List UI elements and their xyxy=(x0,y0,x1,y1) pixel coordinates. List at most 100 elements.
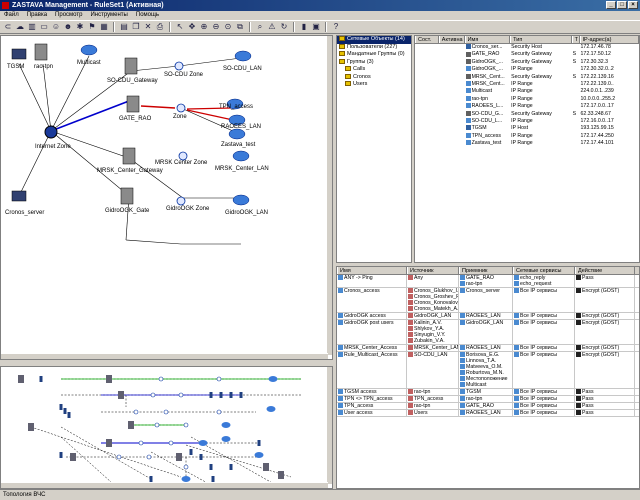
gw-icon[interactable] xyxy=(106,439,112,447)
tree-item[interactable]: Сетевые Объекты (14) xyxy=(337,36,411,44)
user-icon[interactable] xyxy=(209,392,213,398)
star-icon[interactable]: ✱ xyxy=(76,22,84,31)
node-gidro-gate[interactable]: GidroOGK_Gate xyxy=(105,187,150,214)
user-icon[interactable] xyxy=(199,454,203,460)
tree-item[interactable]: Cronos xyxy=(337,74,411,82)
vpn-vscroll[interactable] xyxy=(326,367,332,484)
rule-source[interactable]: MRSK_Center_LAN xyxy=(407,345,459,351)
user-icon[interactable] xyxy=(189,449,193,455)
menu-edit[interactable]: Правка xyxy=(26,12,48,18)
flag-icon[interactable]: ⚑ xyxy=(88,22,96,31)
rule-action[interactable]: Encrypt (GOST) xyxy=(575,288,635,312)
rule-name[interactable]: MRSK_Center_Access xyxy=(337,345,407,351)
objects-table[interactable]: Сост. Активна Имя Тип T IP-адрес(а) Cron… xyxy=(414,35,640,263)
user-icon[interactable] xyxy=(229,464,233,470)
rule-source[interactable]: rao-tpn xyxy=(407,403,459,409)
select-arrow-icon[interactable]: ↖ xyxy=(176,22,184,31)
col-name[interactable]: Имя xyxy=(464,36,511,43)
gw-icon[interactable] xyxy=(128,421,134,429)
zone-icon[interactable] xyxy=(178,392,184,398)
rule-destination[interactable]: RAOEES_LAN xyxy=(459,410,513,416)
rule-destination[interactable]: GidroOGK_LAN xyxy=(459,320,513,344)
tree-item[interactable]: Пользователи (227) xyxy=(337,44,411,52)
rule-name[interactable]: User access xyxy=(337,410,407,416)
col-destination[interactable]: Приемник xyxy=(459,267,513,274)
cloud-icon[interactable] xyxy=(268,376,278,382)
col-ip[interactable]: IP-адрес(а) xyxy=(579,36,639,43)
rule-service[interactable]: Все IP сервисы xyxy=(513,403,575,409)
rule-destination[interactable]: GATE_RAO xyxy=(459,403,513,409)
rule-service[interactable]: Все IP сервисы xyxy=(513,345,575,351)
zone-icon[interactable] xyxy=(216,409,222,415)
node-zastava-test[interactable]: Zastava_test xyxy=(221,128,256,148)
user-icon[interactable] xyxy=(149,476,153,482)
node-mrsk-zone[interactable]: MRSK Center Zone xyxy=(155,151,208,166)
node-gidro-zone[interactable]: GidroOGK Zone xyxy=(166,196,210,212)
col-t[interactable]: T xyxy=(571,36,580,43)
col-action[interactable]: Действие xyxy=(575,267,635,274)
print-icon[interactable]: ⎙ xyxy=(156,22,164,31)
topology-vscroll[interactable] xyxy=(326,36,332,355)
node-socdu-lan[interactable]: SO-CDU_LAN xyxy=(223,50,262,72)
node-rao-tpn[interactable]: rao-tpn xyxy=(34,43,53,70)
node-socdu-zone[interactable]: SO-CDU Zone xyxy=(164,61,204,78)
node-tgsm[interactable]: TGSM xyxy=(7,48,27,70)
user-icon[interactable] xyxy=(59,452,63,458)
gw-icon[interactable] xyxy=(118,391,124,399)
rule-service[interactable]: Все IP сервисы xyxy=(513,352,575,388)
copy-icon[interactable]: ❐ xyxy=(132,22,140,31)
user-icon[interactable] xyxy=(257,440,261,446)
cloud-icon[interactable] xyxy=(221,436,231,442)
node-tpn-access[interactable]: TPN_access xyxy=(219,98,253,110)
zoom-fit-icon[interactable]: ⊙ xyxy=(224,22,232,31)
rule-destination[interactable]: RAOEES_LAN xyxy=(459,313,513,319)
user-icon[interactable] xyxy=(239,392,243,398)
gateway-icon[interactable]: ▥ xyxy=(28,22,36,31)
rule-action[interactable]: Pass xyxy=(575,403,635,409)
node-zone[interactable]: Zone xyxy=(173,103,187,120)
user-icon[interactable] xyxy=(67,412,71,418)
col-source[interactable]: Источник xyxy=(407,267,459,274)
rule-source[interactable]: rao-tpn xyxy=(407,389,459,395)
topology-hscroll[interactable] xyxy=(1,353,328,359)
col-type[interactable]: Тип xyxy=(510,36,572,43)
rule-name[interactable]: TGSM access xyxy=(337,389,407,395)
menu-tools[interactable]: Инструменты xyxy=(90,12,128,18)
rule-action[interactable]: Encrypt (GOST) xyxy=(575,313,635,319)
rule-source[interactable]: SO-CDU_LAN xyxy=(407,352,459,388)
user-icon[interactable] xyxy=(63,408,67,414)
user-icon[interactable] xyxy=(209,464,213,470)
rule-service[interactable]: Все IP сервисы xyxy=(513,288,575,312)
rule-service[interactable]: Все IP сервисы xyxy=(513,389,575,395)
col-active[interactable]: Активна xyxy=(438,36,465,43)
host-icon[interactable] xyxy=(263,463,269,471)
rule-destination[interactable]: Cronos_server xyxy=(459,288,513,312)
menu-view[interactable]: Просмотр xyxy=(55,12,83,18)
menu-help[interactable]: Помощь xyxy=(135,12,160,18)
col-state[interactable]: Сост. xyxy=(415,36,439,43)
node-mrsk-lan[interactable]: MRSK_Center_LAN xyxy=(215,150,269,172)
zone-icon[interactable] xyxy=(163,409,169,415)
user-icon[interactable]: ☺ xyxy=(51,22,61,31)
rule-service[interactable]: Все IP сервисы xyxy=(513,410,575,416)
install-icon[interactable]: ▮ xyxy=(301,22,307,31)
zoom-in-icon[interactable]: ⊕ xyxy=(200,22,208,31)
node-multicast[interactable]: Multicast xyxy=(77,44,101,66)
col-services[interactable]: Сетевые сервисы xyxy=(513,267,575,274)
node-mrsk-gateway[interactable]: MRSK_Center_Gateway xyxy=(97,147,163,174)
object-tree[interactable]: Сетевые Объекты (14)Пользователи (227)Ма… xyxy=(336,35,412,263)
zone-icon[interactable] xyxy=(154,422,160,428)
